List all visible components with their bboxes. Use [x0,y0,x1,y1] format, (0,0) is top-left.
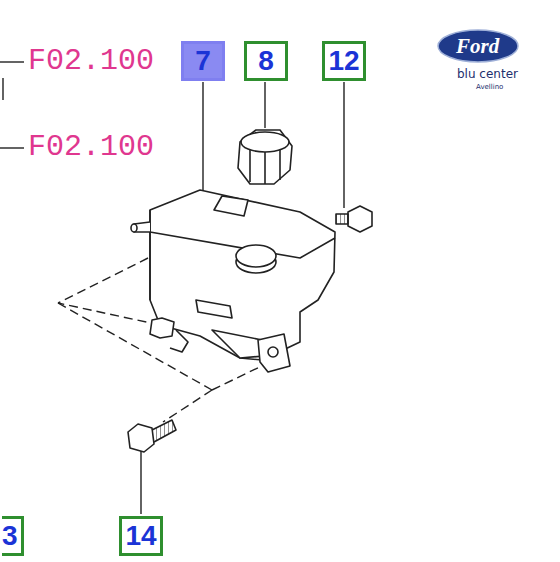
brand-text: Avellino [476,84,503,91]
callout-number: 14 [119,516,163,556]
reference-code: F02.100 [28,46,154,76]
callout-number: 8 [244,41,288,81]
brand-text: blu center [457,68,518,80]
callout-number: 7 [181,41,225,81]
callout-number: 12 [322,41,366,81]
callout-number: 3 [2,516,24,556]
logo-text: Ford [456,36,499,57]
reference-code: F02.100 [28,132,154,162]
logo-oval [438,30,518,62]
